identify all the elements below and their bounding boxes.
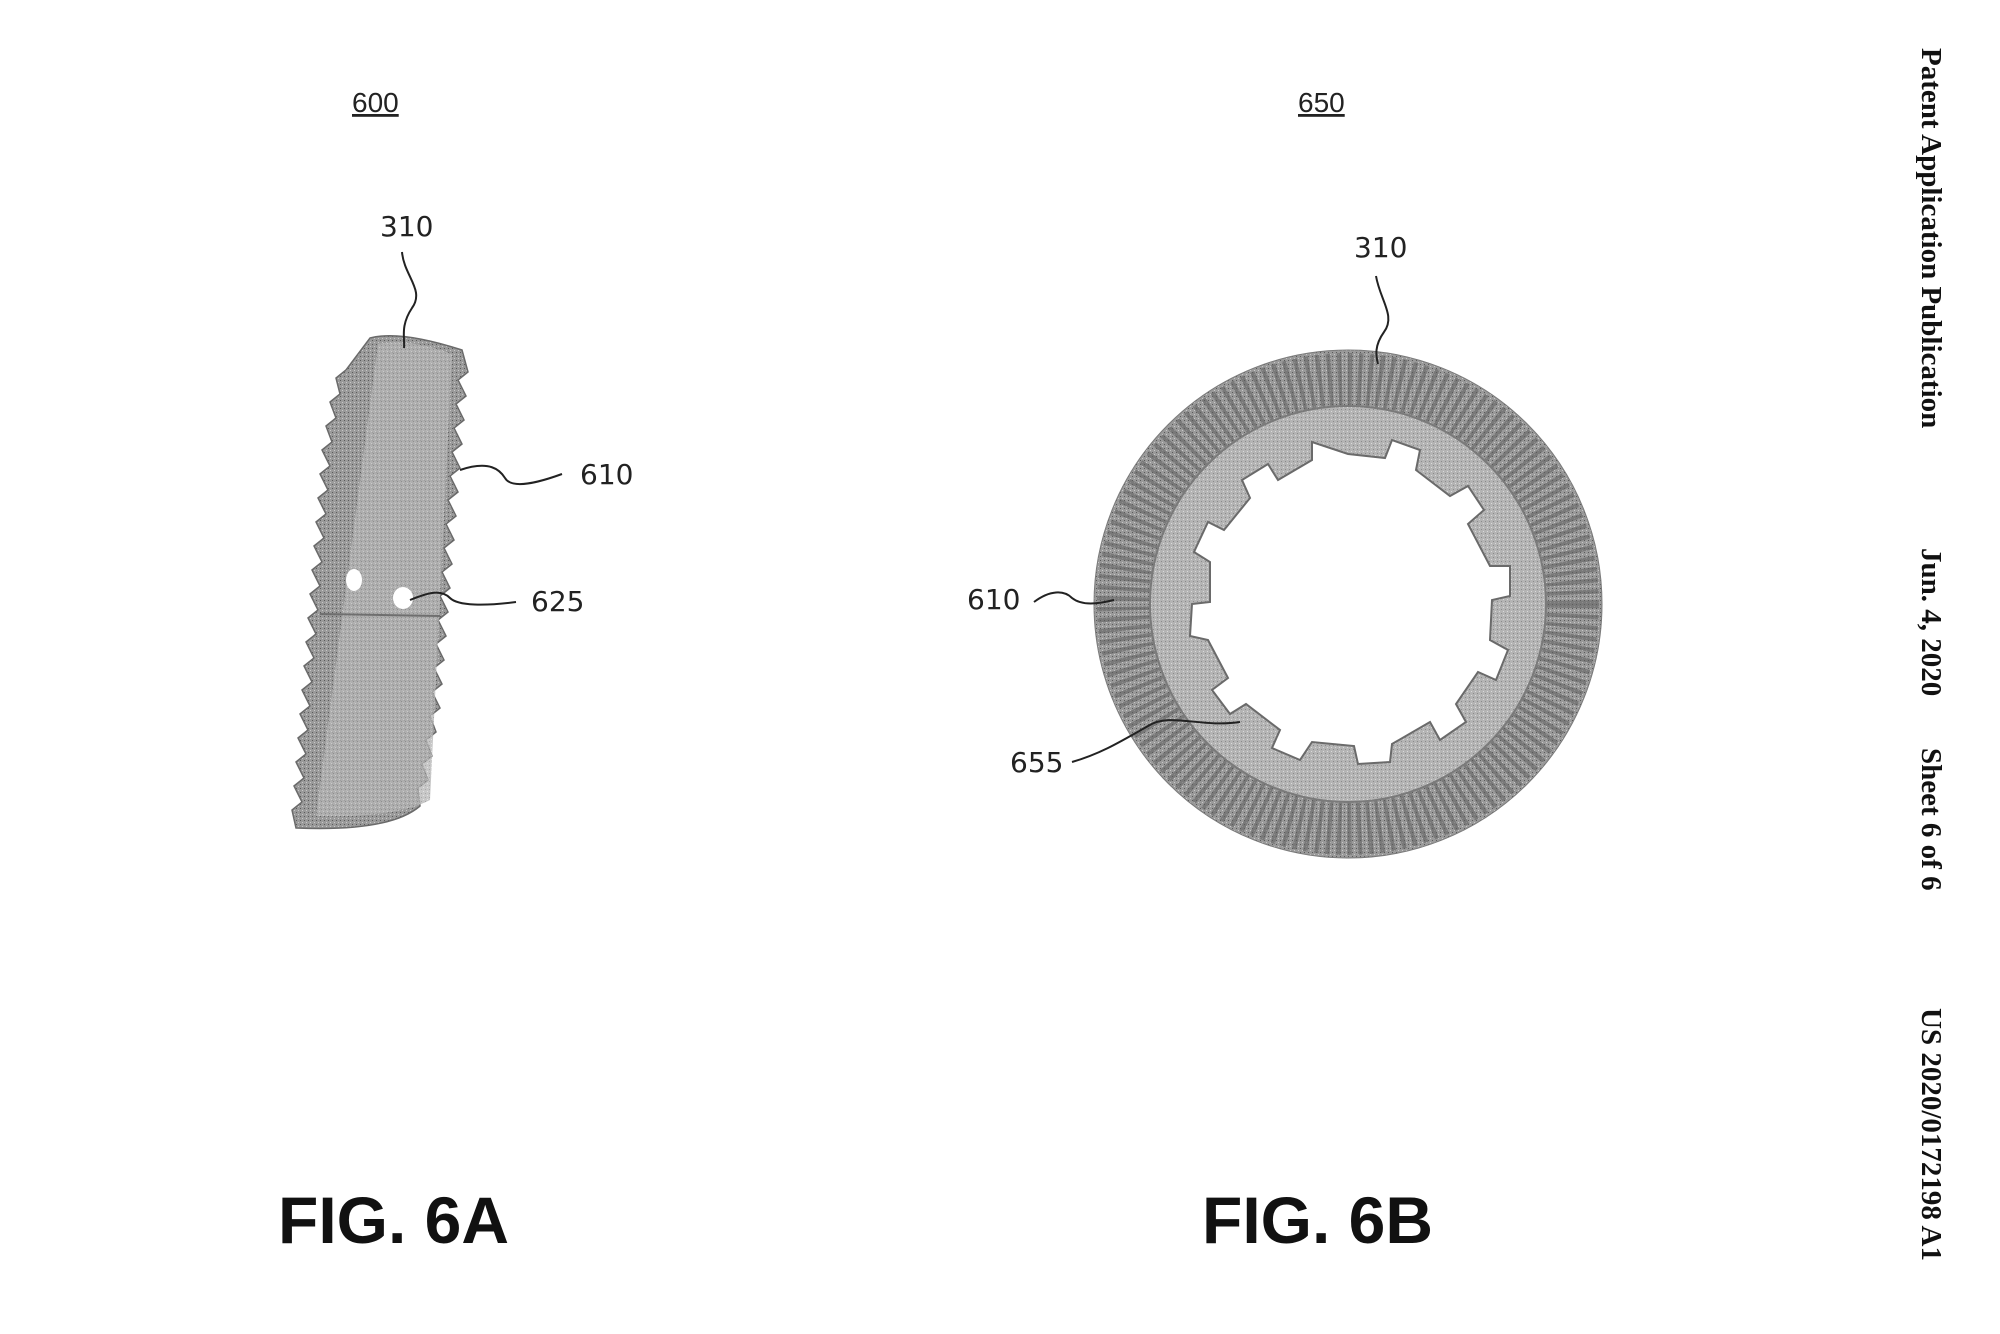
figure-6b-reference-number: 650 [1298,87,1345,118]
figure-6a-reference-number: 600 [352,87,399,118]
figure-6b-caption: FIG. 6B [1202,1183,1433,1257]
ring-teeth-pattern [1097,353,1599,855]
ring-segment-seam [319,613,441,617]
figure-6a: 600 310 610 625 FIG. 6A [278,87,633,1257]
header-date: Jun. 4, 2020 [1915,548,1947,696]
leader-line-625-fig-6a [409,591,517,606]
label-655-fig-6b: 655 [1010,746,1063,779]
ring-side-view-drawing [291,334,469,830]
header-publication-type: Patent Application Publication [1915,48,1947,428]
label-310-fig-6b: 310 [1354,231,1407,264]
ring-hole-upper [346,569,362,591]
ring-hole-lower [393,587,413,609]
label-310-fig-6a: 310 [380,210,433,243]
header-publication-number: US 2020/0172198 A1 [1915,1008,1947,1261]
label-610-fig-6a: 610 [580,458,633,491]
leader-line-610-fig-6b [1033,591,1115,605]
leader-line-310-fig-6b [1375,275,1390,365]
label-610-fig-6b: 610 [967,583,1020,616]
figure-6b: 650 310 610 655 FIG. 6B [967,87,1603,1257]
leader-line-655-fig-6b [1071,719,1241,763]
ring-band-front-face [316,342,452,817]
label-625-fig-6a: 625 [531,585,584,618]
ring-front-view-drawing [1093,349,1603,859]
figure-6a-caption: FIG. 6A [278,1183,509,1257]
patent-header: Patent Application Publication Jun. 4, 2… [1915,48,1947,1261]
ring-inner-bore-with-notches [1188,438,1511,766]
leader-line-310-fig-6a [401,251,418,349]
leader-line-610-fig-6a [459,464,563,486]
header-sheet: Sheet 6 of 6 [1915,748,1947,891]
